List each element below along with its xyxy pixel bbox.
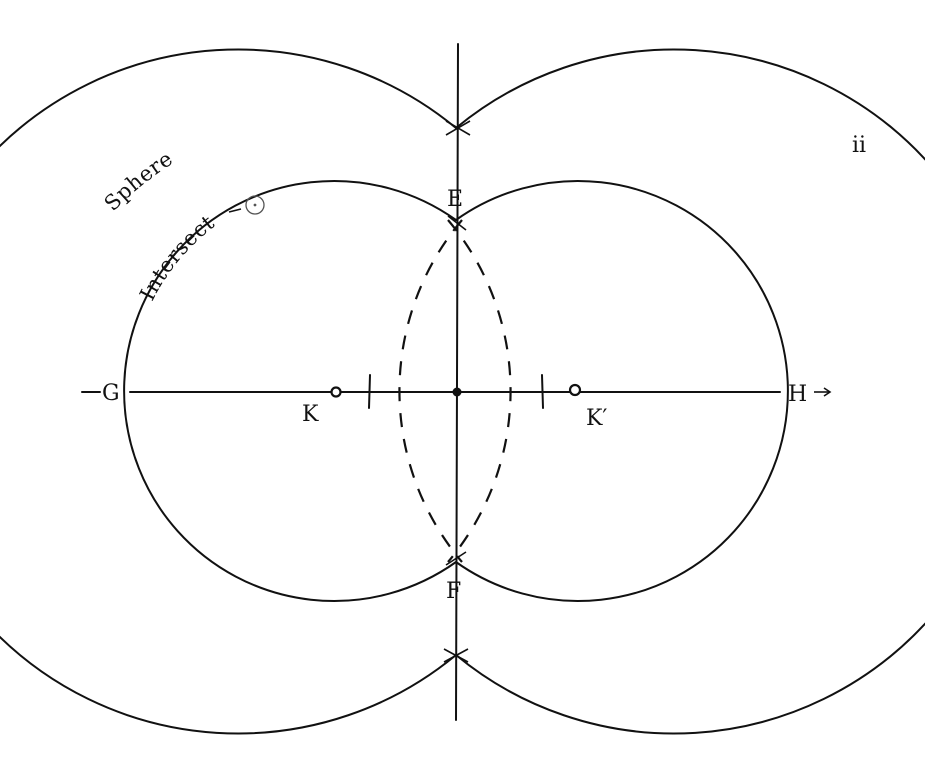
vertical-axis bbox=[455, 43, 459, 721]
cross-E bbox=[447, 215, 467, 231]
cross-bottom bbox=[443, 648, 469, 663]
cross-top bbox=[445, 120, 471, 136]
sphere-outline-left bbox=[0, 48, 457, 735]
sphere-outline-right bbox=[455, 48, 925, 735]
tick-left-lens bbox=[368, 374, 371, 409]
label-H: H bbox=[788, 382, 807, 407]
label-E: E bbox=[447, 187, 463, 212]
intersect-outline-left bbox=[123, 180, 457, 602]
figure-marker: ii bbox=[852, 133, 866, 158]
point-center bbox=[452, 387, 462, 397]
sphere-label: Sphere bbox=[100, 146, 178, 215]
point-K bbox=[330, 386, 342, 398]
cross-F bbox=[445, 551, 467, 566]
target-circle-icon bbox=[245, 195, 265, 215]
arrow-head-right bbox=[823, 387, 832, 397]
intersect-dash bbox=[228, 208, 242, 213]
intersect-outline-right bbox=[455, 180, 789, 602]
label-K-prime: K′ bbox=[586, 406, 607, 431]
target-circle-dot-icon bbox=[253, 203, 257, 207]
tick-right-lens bbox=[541, 374, 544, 409]
point-K-prime bbox=[568, 383, 582, 397]
intersect-label: Intersect bbox=[135, 210, 219, 304]
label-F: F bbox=[446, 579, 461, 604]
label-K: K bbox=[302, 402, 319, 427]
label-G: G bbox=[102, 381, 120, 406]
